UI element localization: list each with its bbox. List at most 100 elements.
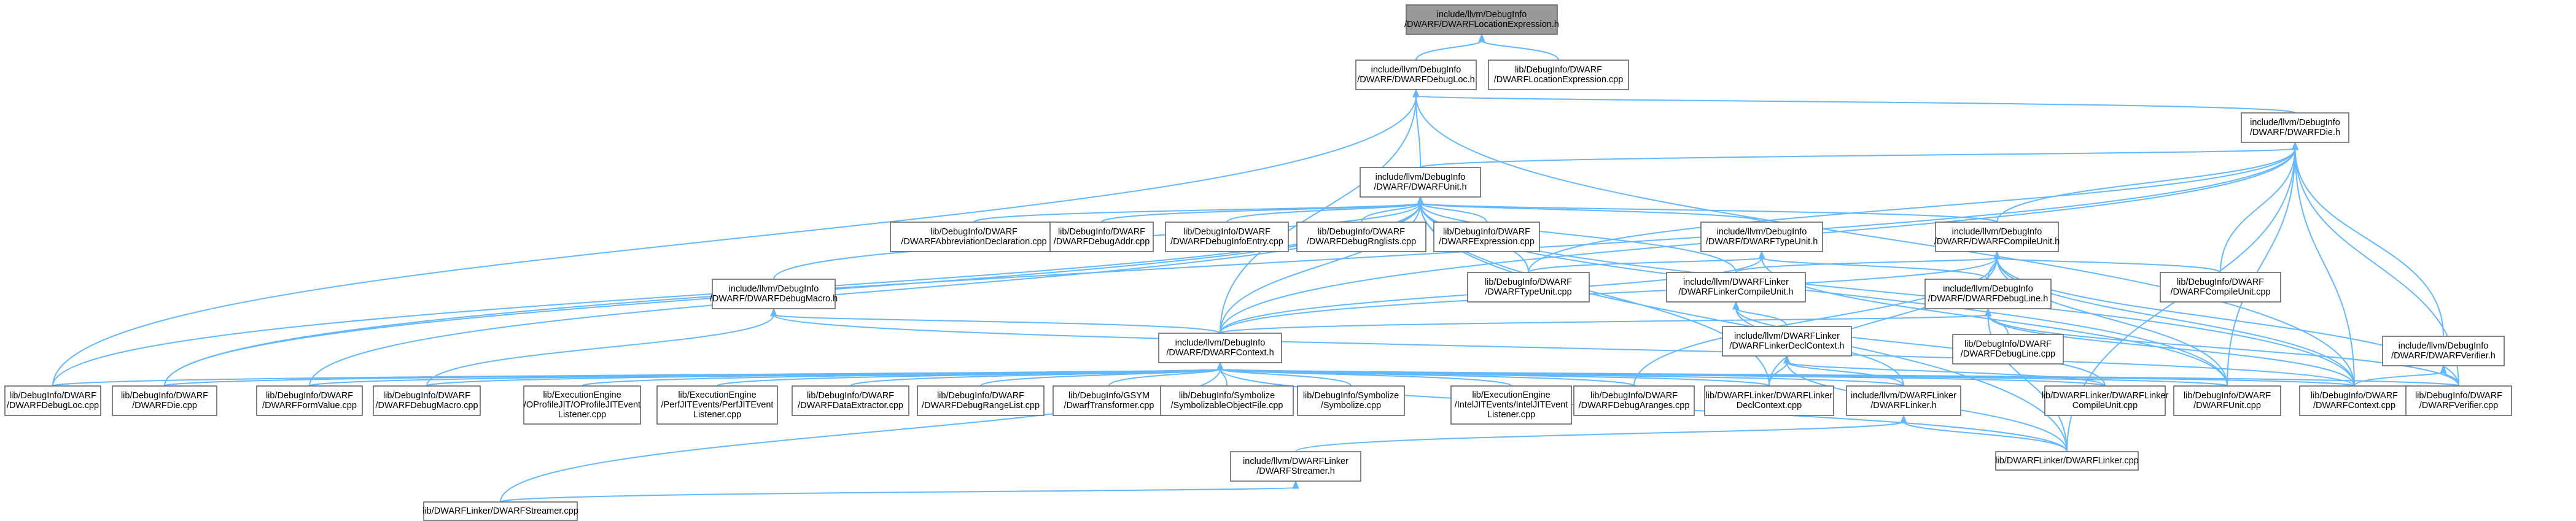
node-box <box>1450 385 1572 425</box>
graph-node[interactable]: include/llvm/DebugInfo/DWARF/DWARFUnit.h <box>1360 167 1481 198</box>
edge-n40-n42 <box>500 487 1296 503</box>
node-box <box>1360 167 1481 198</box>
edge-n18-n29 <box>1108 368 1221 387</box>
graph-node[interactable]: lib/DebugInfo/DWARF/DWARFVerifier.cpp <box>2405 385 2512 416</box>
graph-node[interactable]: lib/DebugInfo/DWARF/DWARFDebugLoc.cpp <box>4 385 101 416</box>
graph-node[interactable]: lib/DWARFLinker/DWARFLinker.cpp <box>1995 451 2139 471</box>
graph-node[interactable]: lib/DebugInfo/DWARF/DWARFDebugLine.cpp <box>1952 334 2064 365</box>
graph-node[interactable]: include/llvm/DebugInfo/DWARF/DWARFDebugL… <box>1924 279 2052 309</box>
graph-node[interactable]: lib/ExecutionEngine/OProfileJIT/OProfile… <box>523 385 641 425</box>
node-label-line: /OProfileJIT/OProfileJITEvent <box>524 400 640 410</box>
graph-node[interactable]: include/llvm/DebugInfo/DWARF/DWARFDebugM… <box>710 279 838 309</box>
node-label-line: /SymbolizableObjectFile.cpp <box>1171 401 1283 411</box>
node-label-line: lib/DebugInfo/DWARF <box>1515 65 1602 75</box>
node-label-line: /Symbolize.cpp <box>1321 401 1381 411</box>
graph-node[interactable]: lib/DebugInfo/Symbolize/Symbolize.cpp <box>1297 385 1405 416</box>
graph-nodes: include/llvm/DebugInfo/DWARF/DWARFLocati… <box>4 4 2512 521</box>
node-box <box>1296 222 1426 252</box>
graph-node[interactable]: lib/DebugInfo/DWARF/DWARFUnit.cpp <box>2173 385 2281 416</box>
node-box <box>1160 385 1294 416</box>
graph-node[interactable]: include/llvm/DWARFLinker/DWARFLinkerDecl… <box>1722 326 1852 357</box>
graph-node[interactable]: include/llvm/DWARFLinker/DWARFLinker.h <box>1846 385 1961 416</box>
edge-arrowhead-n4-n41 <box>1417 196 1424 205</box>
graph-node[interactable]: lib/DebugInfo/DWARF/DWARFCompileUnit.cpp <box>2160 272 2281 303</box>
node-label-line: /DWARFLinkerCompileUnit.h <box>1678 287 1793 297</box>
node-label-line: /PerfJITEvents/PerfJITEvent <box>661 400 774 410</box>
node-label-line: /DWARF/DWARFContext.h <box>1166 348 1274 358</box>
node-label-line: lib/DebugInfo/DWARF <box>2184 391 2271 401</box>
node-label-line: /DWARFDebugAranges.cpp <box>1579 401 1690 411</box>
node-box <box>1467 272 1590 303</box>
edge-n4-n11 <box>1420 203 1998 223</box>
node-label-line: /DWARFDataExtractor.cpp <box>798 401 903 411</box>
graph-node[interactable]: lib/DebugInfo/DWARF/DWARFDebugAddr.cpp <box>1049 222 1154 252</box>
graph-node[interactable]: include/llvm/DebugInfo/DWARF/DWARFContex… <box>1158 333 1282 363</box>
graph-node[interactable]: lib/DebugInfo/DWARF/DWARFExpression.cpp <box>1433 222 1540 252</box>
node-label-line: include/llvm/DebugInfo <box>2250 118 2340 128</box>
edge-n18-n39 <box>1220 368 2459 387</box>
edge-n18-n31 <box>1220 368 1352 387</box>
graph-node[interactable]: lib/DebugInfo/DWARF/DWARFFormValue.cpp <box>256 385 363 416</box>
graph-node[interactable]: lib/DebugInfo/DWARF/DWARFDataExtractor.c… <box>792 385 909 416</box>
graph-node[interactable]: lib/DebugInfo/DWARF/DWARFDebugAranges.cp… <box>1573 385 1695 416</box>
node-box <box>112 385 217 416</box>
node-label-line: /DWARFVerifier.cpp <box>2419 401 2498 411</box>
graph-node[interactable]: include/llvm/DebugInfo/DWARF/DWARFVerifi… <box>2382 336 2505 366</box>
graph-node[interactable]: lib/DebugInfo/DWARF/DWARFLocationExpress… <box>1488 60 1629 90</box>
node-label-line: include/llvm/DebugInfo <box>1437 10 1527 20</box>
graph-node[interactable]: lib/DebugInfo/Symbolize/SymbolizableObje… <box>1160 385 1294 416</box>
graph-node[interactable]: lib/DebugInfo/DWARF/DWARFDebugRangeList.… <box>917 385 1045 416</box>
graph-node[interactable]: lib/DebugInfo/DWARF/DWARFContext.cpp <box>2299 385 2410 416</box>
node-label-line: /DWARFDebugRangeList.cpp <box>922 401 1040 411</box>
graph-node[interactable]: lib/DebugInfo/DWARF/DWARFDebugInfoEntry.… <box>1165 222 1289 252</box>
node-box <box>1700 222 1823 252</box>
node-box <box>1049 222 1154 252</box>
graph-node[interactable]: lib/DebugInfo/DWARF/DWARFDie.cpp <box>112 385 217 416</box>
node-label-line: include/llvm/DebugInfo <box>2399 341 2489 351</box>
graph-node[interactable]: include/llvm/DebugInfo/DWARF/DWARFDie.h <box>2241 112 2349 143</box>
node-box <box>1165 222 1289 252</box>
edge-arrowhead-n11-n39 <box>1993 250 2001 260</box>
node-label-line: lib/ExecutionEngine <box>543 390 621 400</box>
graph-node[interactable]: include/llvm/DWARFLinker/DWARFStreamer.h <box>1230 451 1361 482</box>
node-label-line: /DWARFDie.cpp <box>132 401 197 411</box>
graph-node[interactable]: lib/DebugInfo/DWARF/DWARFDebugMacro.cpp <box>373 385 481 416</box>
node-box <box>1230 451 1361 482</box>
graph-node[interactable]: lib/DebugInfo/DWARF/DWARFAbbreviationDec… <box>890 222 1058 252</box>
node-label-line: lib/ExecutionEngine <box>1472 390 1550 400</box>
edge-arrowhead-n17-n39 <box>2440 365 2447 374</box>
graph-node[interactable]: include/llvm/DWARFLinker/DWARFLinkerComp… <box>1666 272 1806 303</box>
graph-node[interactable]: lib/ExecutionEngine/IntelJITEvents/Intel… <box>1450 385 1572 425</box>
graph-node[interactable]: lib/DWARFLinker/DWARFStreamer.cpp <box>422 501 578 521</box>
edge-n4-n9 <box>1420 203 1487 223</box>
node-label-line: /DWARFLocationExpression.cpp <box>1494 75 1624 85</box>
edge-n3-n13 <box>1528 148 2296 273</box>
node-label-line: /DwarfTransformer.cpp <box>1064 401 1154 411</box>
edge-n3-n11 <box>1996 148 2296 223</box>
edge-n19-n34 <box>1769 361 1788 387</box>
graph-node[interactable]: include/llvm/DebugInfo/DWARF/DWARFDebugL… <box>1355 60 1477 90</box>
node-label-line: lib/DebugInfo/DWARF <box>807 391 894 401</box>
graph-node[interactable]: include/llvm/DebugInfo/DWARF/DWARFCompil… <box>1934 222 2060 252</box>
edge-n18-n28 <box>980 368 1221 387</box>
node-box <box>2044 385 2166 416</box>
edge-n14-n36 <box>1735 307 2106 387</box>
node-label-line: lib/DebugInfo/DWARF <box>1318 227 1405 237</box>
node-label-line: DeclContext.cpp <box>1737 401 1802 411</box>
graph-node[interactable]: lib/ExecutionEngine/PerfJITEvents/PerfJI… <box>656 385 778 425</box>
edge-n1-n38 <box>1415 95 2355 387</box>
graph-node[interactable]: lib/DWARFLinker/DWARFLinkerDeclContext.c… <box>1704 385 1834 416</box>
node-label-line: /DWARFDebugLine.cpp <box>1961 349 2055 359</box>
edge-n0-n1 <box>1415 40 1482 61</box>
graph-node[interactable]: include/llvm/DebugInfo/DWARF/DWARFTypeUn… <box>1700 222 1823 252</box>
edge-n0-n2 <box>1481 40 1559 61</box>
graph-node[interactable]: lib/DWARFLinker/DWARFLinkerCompileUnit.c… <box>2042 385 2169 416</box>
node-label-line: include/llvm/DebugInfo <box>729 284 819 294</box>
graph-node[interactable]: lib/DebugInfo/DWARF/DWARFTypeUnit.cpp <box>1467 272 1590 303</box>
edge-n3-n22 <box>164 148 2296 387</box>
node-box <box>423 501 578 521</box>
graph-node[interactable]: lib/DebugInfo/GSYM/DwarfTransformer.cpp <box>1053 385 1165 416</box>
edge-arrowhead-n19-n41 <box>1783 355 1791 364</box>
graph-node[interactable]: lib/DebugInfo/DWARF/DWARFDebugRnglists.c… <box>1296 222 1426 252</box>
